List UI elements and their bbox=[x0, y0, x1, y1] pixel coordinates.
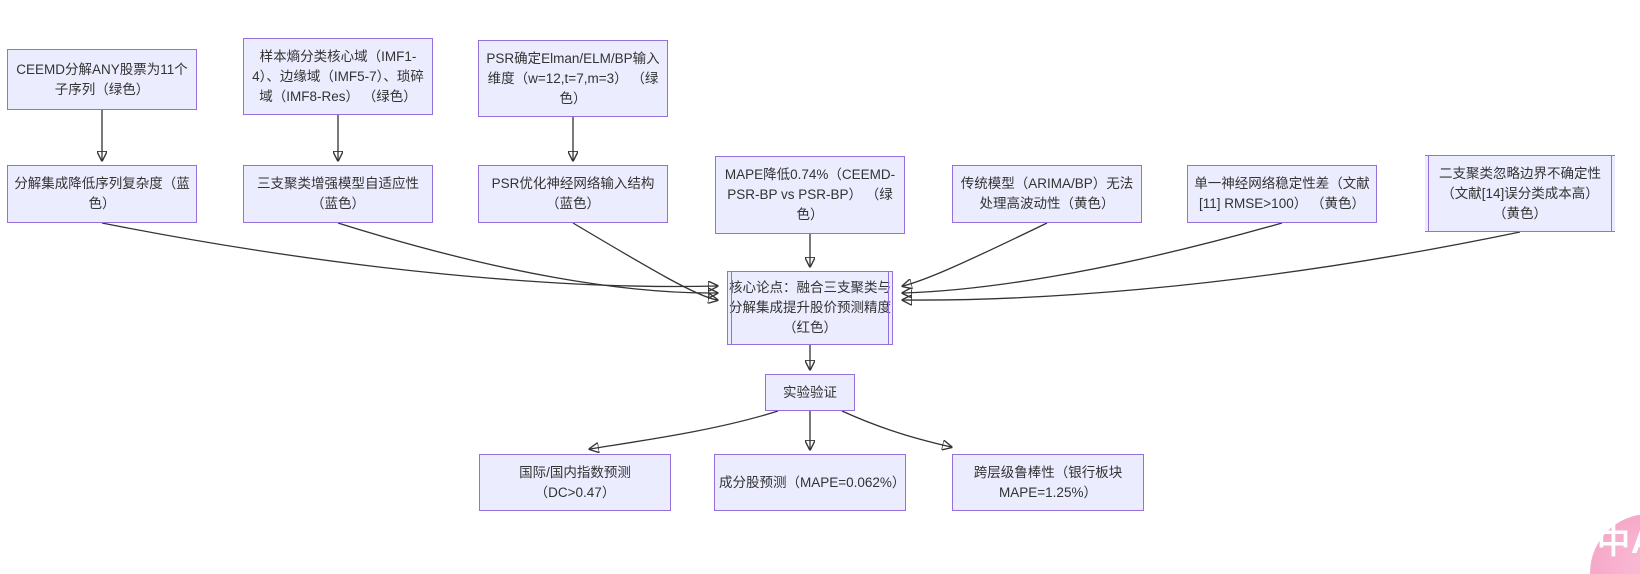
node-index-prediction: 国际/国内指数预测（DC>0.47） bbox=[479, 454, 671, 511]
node-label: 成分股预测（MAPE=0.062%） bbox=[719, 474, 906, 490]
node-label: MAPE降低0.74%（CEEMD-PSR-BP vs PSR-BP） （绿色） bbox=[724, 167, 896, 222]
node-psr-dimensions: PSR确定Elman/ELM/BP输入维度（w=12,t=7,m=3） （绿色） bbox=[478, 40, 668, 117]
node-label: 二支聚类忽略边界不确定性 （文献[14]误分类成本高） （黄色） bbox=[1439, 165, 1601, 221]
translate-icon: 中A bbox=[1597, 523, 1640, 560]
node-label: 单一神经网络稳定性差（文献[11] RMSE>100） （黄色） bbox=[1194, 176, 1370, 211]
node-two-way-clustering: 二支聚类忽略边界不确定性 （文献[14]误分类成本高） （黄色） bbox=[1425, 155, 1615, 232]
node-core-thesis: 核心论点：融合三支聚类与 分解集成提升股价预测精度 （红色） bbox=[727, 271, 893, 345]
node-label: PSR优化神经网络输入结构（蓝色） bbox=[491, 176, 655, 211]
node-label: 传统模型（ARIMA/BP）无法处理高波动性（黄色） bbox=[960, 176, 1134, 211]
node-psr-optimization: PSR优化神经网络输入结构（蓝色） bbox=[478, 165, 668, 223]
node-traditional-models: 传统模型（ARIMA/BP）无法处理高波动性（黄色） bbox=[952, 165, 1142, 223]
node-experiment-validation: 实验验证 bbox=[765, 374, 855, 411]
node-component-stock-prediction: 成分股预测（MAPE=0.062%） bbox=[714, 454, 906, 511]
node-label: CEEMD分解ANY股票为11个子序列（绿色） bbox=[16, 61, 188, 97]
node-cross-level-robustness: 跨层级鲁棒性（银行板块 MAPE=1.25%） bbox=[952, 454, 1144, 511]
node-label: 跨层级鲁棒性（银行板块 MAPE=1.25%） bbox=[973, 464, 1123, 500]
node-decompose-complexity: 分解集成降低序列复杂度（蓝色） bbox=[7, 165, 197, 223]
translate-floating-button[interactable]: 中A bbox=[1590, 514, 1640, 574]
node-label: 核心论点：融合三支聚类与 分解集成提升股价预测精度 （红色） bbox=[729, 280, 891, 335]
node-ceemd-decompose: CEEMD分解ANY股票为11个子序列（绿色） bbox=[7, 49, 197, 110]
node-label: 样本熵分类核心域（IMF1-4）、边缘域（IMF5-7）、琐碎域（IMF8-Re… bbox=[252, 48, 424, 104]
node-label: 三支聚类增强模型自适应性（蓝色） bbox=[257, 176, 419, 211]
node-sample-entropy: 样本熵分类核心域（IMF1-4）、边缘域（IMF5-7）、琐碎域（IMF8-Re… bbox=[243, 38, 433, 115]
node-single-nn-instability: 单一神经网络稳定性差（文献[11] RMSE>100） （黄色） bbox=[1187, 165, 1377, 223]
node-mape-reduction: MAPE降低0.74%（CEEMD-PSR-BP vs PSR-BP） （绿色） bbox=[715, 156, 905, 234]
node-label: 国际/国内指数预测（DC>0.47） bbox=[519, 464, 631, 500]
node-label: PSR确定Elman/ELM/BP输入维度（w=12,t=7,m=3） （绿色） bbox=[486, 50, 660, 106]
node-three-way-clustering: 三支聚类增强模型自适应性（蓝色） bbox=[243, 165, 433, 223]
node-label: 实验验证 bbox=[783, 384, 837, 400]
node-label: 分解集成降低序列复杂度（蓝色） bbox=[14, 176, 190, 211]
